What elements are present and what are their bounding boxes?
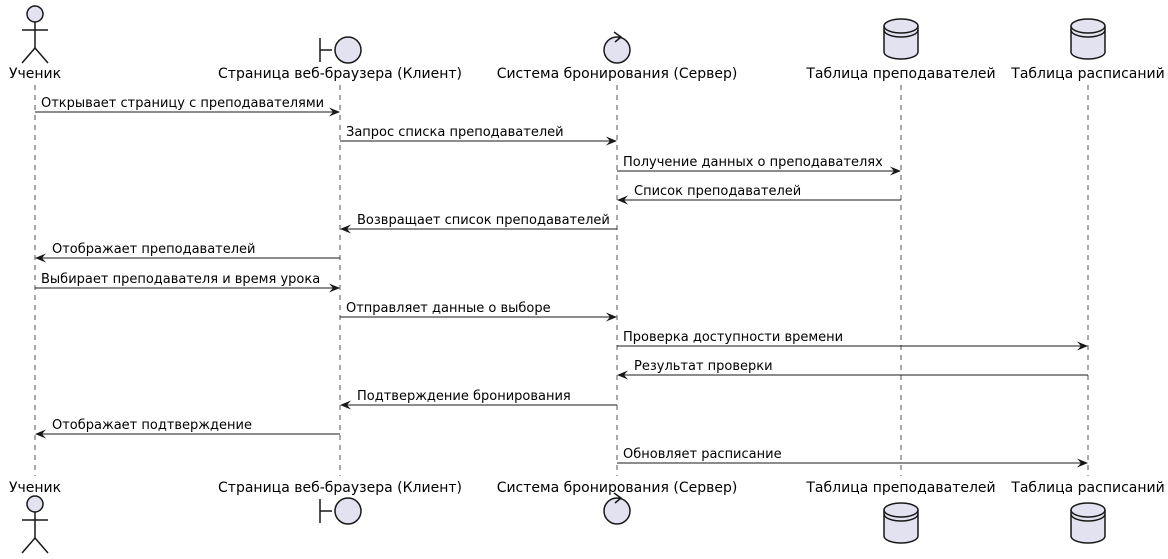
- message-arrow-head: [329, 107, 340, 117]
- participant-label-schedule_table: Таблица расписаний: [1010, 66, 1164, 82]
- participant-label-teachers_table: Таблица преподавателей: [805, 66, 995, 82]
- message-label: Список преподавателей: [634, 184, 801, 199]
- message-label: Выбирает преподавателя и время урока: [41, 272, 320, 287]
- participant-footer-label-server: Система бронирования (Сервер): [497, 480, 738, 496]
- database-icon: [883, 502, 919, 544]
- message-arrow-head: [617, 370, 628, 380]
- message-label: Подтверждение бронирования: [357, 389, 571, 404]
- actor-icon: [21, 495, 49, 554]
- message-arrow-head: [890, 166, 901, 176]
- message-1: Запрос списка преподавателей: [340, 125, 617, 146]
- actor-icon: [21, 5, 49, 64]
- message-6: Выбирает преподавателя и время урока: [35, 272, 340, 293]
- participant-footer-label-student: Ученик: [9, 480, 61, 496]
- database-icon: [1070, 502, 1106, 544]
- database-icon: [883, 18, 919, 60]
- control-icon: [603, 492, 631, 525]
- participant-label-server: Система бронирования (Сервер): [497, 66, 738, 82]
- participant-footer-label-teachers_table: Таблица преподавателей: [805, 480, 995, 496]
- message-4: Возвращает список преподавателей: [340, 213, 617, 234]
- message-arrow-head: [340, 400, 351, 410]
- message-9: Результат проверки: [617, 359, 1088, 380]
- message-label: Возвращает список преподавателей: [357, 213, 610, 228]
- participant-label-student: Ученик: [9, 66, 61, 82]
- message-label: Отправляет данные о выборе: [346, 301, 551, 316]
- message-2: Получение данных о преподавателях: [617, 155, 901, 176]
- message-label: Обновляет расписание: [623, 447, 782, 462]
- message-3: Список преподавателей: [617, 184, 901, 205]
- message-0: Открывает страницу с преподавателями: [35, 96, 340, 117]
- participant-label-browser: Страница веб-браузера (Клиент): [218, 66, 462, 82]
- message-label: Отображает преподавателей: [52, 242, 256, 257]
- message-11: Отображает подтверждение: [35, 418, 340, 439]
- message-label: Получение данных о преподавателях: [623, 155, 883, 170]
- message-5: Отображает преподавателей: [35, 242, 340, 263]
- message-label: Проверка доступности времени: [623, 330, 843, 345]
- message-arrow-head: [606, 312, 617, 322]
- boundary-icon: [319, 497, 362, 525]
- message-label: Открывает страницу с преподавателями: [41, 96, 324, 111]
- message-label: Результат проверки: [634, 359, 773, 374]
- participant-footer-label-browser: Страница веб-браузера (Клиент): [218, 480, 462, 496]
- message-arrow-head: [329, 283, 340, 293]
- message-arrow-head: [340, 224, 351, 234]
- message-arrow-head: [606, 136, 617, 146]
- message-arrow-head: [1077, 341, 1088, 351]
- message-arrow-head: [1077, 458, 1088, 468]
- message-8: Проверка доступности времени: [617, 330, 1088, 351]
- boundary-icon: [319, 36, 362, 64]
- message-7: Отправляет данные о выборе: [340, 301, 617, 322]
- control-icon: [603, 31, 631, 64]
- message-label: Отображает подтверждение: [52, 418, 252, 433]
- database-icon: [1070, 18, 1106, 60]
- message-arrow-head: [617, 195, 628, 205]
- message-10: Подтверждение бронирования: [340, 389, 617, 410]
- message-label: Запрос списка преподавателей: [346, 125, 564, 140]
- message-arrow-head: [35, 429, 46, 439]
- message-arrow-head: [35, 253, 46, 263]
- participant-footer-label-schedule_table: Таблица расписаний: [1010, 480, 1164, 496]
- message-12: Обновляет расписание: [617, 447, 1088, 468]
